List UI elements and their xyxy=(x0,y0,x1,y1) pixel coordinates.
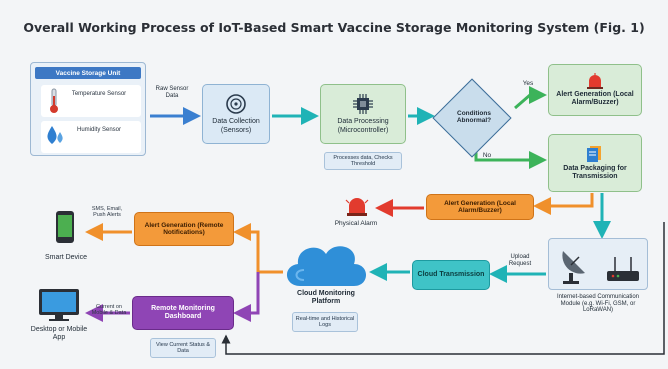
comm-module-label: Internet-based Communication Module (e.g… xyxy=(556,294,640,314)
physical-alarm-label: Physical Alarm xyxy=(334,220,378,227)
raw-sensor-data-label: Raw Sensor Data xyxy=(155,86,189,99)
temperature-sensor-row: Temperature Sensor xyxy=(41,85,141,117)
desktop-label: Desktop or Mobile App xyxy=(30,326,88,341)
diagram-title: Overall Working Process of IoT-Based Sma… xyxy=(23,20,645,35)
cloud-note: Real-time and Historical Logs xyxy=(292,312,358,332)
smart-device-label: Smart Device xyxy=(44,254,87,261)
processing-note: Processes data, Checks Threshold xyxy=(324,152,402,170)
siren-icon xyxy=(587,72,603,89)
microchip-icon xyxy=(353,94,373,115)
water-drop-icon xyxy=(47,126,63,144)
data-processing-label: Data Processing (Microcontroller) xyxy=(337,118,389,134)
data-collection-label: Data Collection (Sensors) xyxy=(212,118,260,134)
feedback-line xyxy=(221,222,665,355)
sensor-gauge-icon xyxy=(226,94,246,115)
cloud-transmission-label: Cloud Transmission xyxy=(417,270,485,278)
arrow-yes xyxy=(514,86,547,110)
alert-local-mid-box: Alert Generation (Local Alarm/Buzzer) xyxy=(426,194,534,220)
satellite-dish-icon xyxy=(562,251,585,284)
remote-dashboard-box: Remote Monitoring Dashboard xyxy=(132,296,234,330)
temperature-sensor-label: Temperature Sensor xyxy=(71,91,127,97)
vaccine-unit-header: Vaccine Storage Unit xyxy=(35,67,141,79)
alert-local-top-box: Alert Generation (Local Alarm/Buzzer) xyxy=(548,64,642,116)
cloud-platform-label: Cloud Monitoring Platform xyxy=(297,290,355,305)
remote-dashboard-label: Remote Monitoring Dashboard xyxy=(151,304,215,320)
thermometer-icon xyxy=(50,88,58,113)
no-label: No xyxy=(482,152,492,159)
alert-remote-label: Alert Generation (Remote Notifications) xyxy=(144,221,224,236)
humidity-sensor-row: Humidity Sensor xyxy=(41,121,141,153)
router-icon xyxy=(607,257,639,281)
arrow-cloud-to-remote-alert xyxy=(233,223,283,274)
data-packaging-box: Data Packaging for Transmission xyxy=(548,134,642,192)
arrow-cloud-to-dashboard xyxy=(233,272,260,322)
document-stack-icon xyxy=(587,145,601,162)
cloud-icon xyxy=(286,246,366,286)
alert-local-top-label: Alert Generation (Local Alarm/Buzzer) xyxy=(556,90,634,106)
physical-alarm-siren-icon xyxy=(345,198,369,216)
comm-module-box xyxy=(548,238,648,290)
desktop-monitor-icon xyxy=(39,289,79,321)
current-note: Current on Mobile & Data xyxy=(91,304,127,317)
data-processing-box: Data Processing (Microcontroller) xyxy=(320,84,406,144)
dashboard-note: View Current Status & Data xyxy=(150,338,216,358)
humidity-sensor-label: Humidity Sensor xyxy=(76,127,121,133)
arrow-packaging-to-alert xyxy=(533,193,594,215)
alert-remote-box: Alert Generation (Remote Notifications) xyxy=(134,212,234,246)
condition-label: Conditions Abnormal? xyxy=(456,110,492,125)
alert-local-mid-label: Alert Generation (Local Alarm/Buzzer) xyxy=(444,199,516,214)
data-packaging-label: Data Packaging for Transmission xyxy=(563,164,627,180)
cloud-transmission-box: Cloud Transmission xyxy=(412,260,490,290)
data-collection-box: Data Collection (Sensors) xyxy=(202,84,270,144)
upload-request-label: Upload Request xyxy=(508,254,532,267)
vaccine-storage-unit: Vaccine Storage Unit Temperature Sensor … xyxy=(30,62,146,156)
yes-label: Yes xyxy=(522,80,534,87)
remote-alerts-note: SMS, Email, Push Alerts xyxy=(91,206,123,219)
smartphone-icon xyxy=(56,211,74,243)
